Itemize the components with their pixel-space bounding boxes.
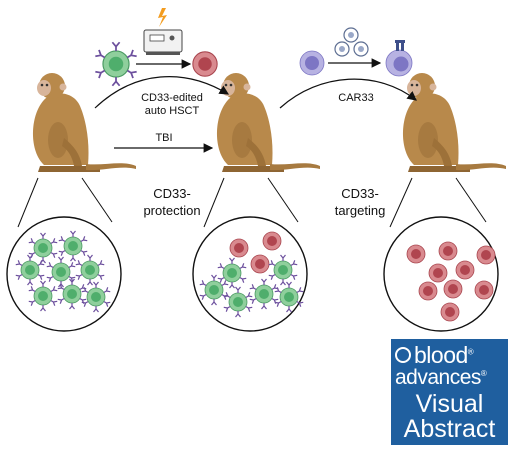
- monkey-icon: [216, 73, 320, 172]
- protection-label-line1: CD33-: [153, 186, 191, 201]
- purple-cell-icon: [299, 50, 325, 76]
- car-t-cell-icon: [385, 40, 413, 77]
- curved-arrow: [279, 78, 417, 109]
- electroporator-icon: [143, 29, 183, 55]
- car33-label: CAR33: [338, 92, 374, 104]
- curved-arrow: [94, 76, 230, 109]
- lentivirus-icon: [334, 27, 369, 57]
- auto-hsct-label: auto HSCT: [144, 105, 200, 117]
- targeting-label-line1: CD33-: [341, 186, 379, 201]
- logo-line2: advances: [395, 366, 481, 389]
- protection-label-line2: protection: [143, 203, 201, 218]
- blood-advances-logo: blood® advances® Visual Abstract: [391, 339, 508, 445]
- monkey-icon: [402, 73, 506, 172]
- targeting-label-line2: targeting: [334, 203, 386, 218]
- lightning-icon: [158, 8, 167, 27]
- logo-line4: Abstract: [403, 415, 496, 443]
- tbi-label: TBI: [155, 132, 173, 144]
- logo-line1: blood: [414, 342, 468, 368]
- red-cell-icon: [192, 51, 218, 77]
- green-cell-icon: [95, 42, 136, 86]
- monkey-icon: [32, 73, 136, 172]
- logo-line3: Visual: [415, 390, 484, 418]
- cd33-edited-label: CD33-edited: [141, 92, 203, 104]
- seal-icon: [395, 346, 411, 363]
